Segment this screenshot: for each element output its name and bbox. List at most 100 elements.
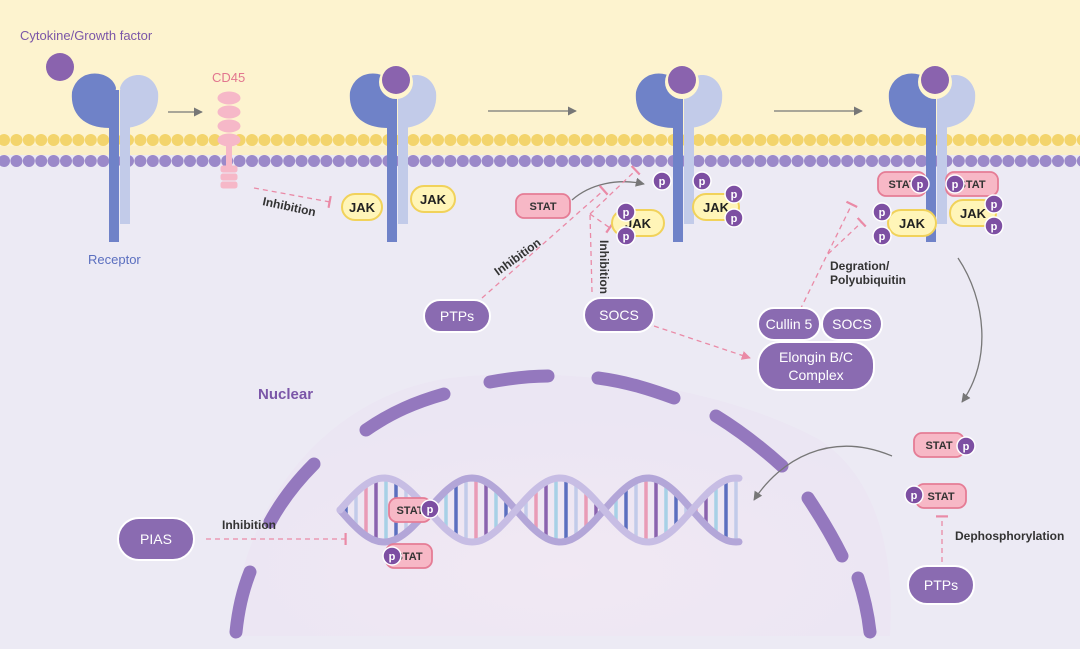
jak-label: JAK: [899, 216, 926, 231]
phosphate-group: p: [872, 202, 892, 222]
receptor-4: [888, 65, 976, 242]
phosphate-group: p: [956, 436, 976, 456]
ptps-pill-top: PTPs: [423, 299, 491, 333]
cd45-label: CD45: [212, 70, 245, 85]
phosphate-group: p: [652, 171, 672, 191]
stat-dimer-arrow: [957, 257, 983, 403]
jak-label: JAK: [960, 206, 987, 221]
phosphate-group: p: [904, 485, 924, 505]
socs-degradation-line: [653, 325, 751, 360]
pias-inhibition-label: Inhibition: [222, 518, 276, 532]
cullin5-label: Cullin 5: [766, 316, 813, 332]
stat-label: STAT: [927, 491, 954, 503]
pias-pill: PIAS: [117, 517, 195, 561]
dna-strand: [336, 474, 743, 546]
stat-label: STAT: [395, 551, 422, 563]
socs-inhibition-line-a: [589, 213, 593, 293]
cd45-inhibition-line: [253, 187, 332, 209]
elongin-pill: Elongin B/C Complex: [757, 341, 875, 391]
receptor-2: [349, 65, 437, 242]
phosphate-label: p: [991, 221, 998, 233]
stat-label: STAT: [396, 505, 423, 517]
phosphate-group: p: [872, 226, 892, 246]
degradation-label-1: Degration/: [830, 259, 890, 273]
phosphate-group: p: [420, 499, 440, 519]
dna-strand: [336, 474, 743, 546]
phosphate-group: p: [724, 184, 744, 204]
extracellular-region: [0, 0, 1080, 146]
free-ligand: [46, 53, 74, 81]
jak-protein: JAK: [887, 209, 937, 237]
phosphate-group: p: [945, 174, 965, 194]
phosphate-group: p: [382, 546, 402, 566]
jak-label: JAK: [420, 192, 447, 207]
phosphate-group: p: [616, 202, 636, 222]
dna-double-helix: [336, 474, 743, 546]
dephosphorylation-label: Dephosphorylation: [955, 529, 1064, 543]
phosphate-label: p: [879, 207, 886, 219]
socs-inhibition-label: Inhibition: [597, 240, 611, 294]
elongin-label-2: Complex: [788, 367, 843, 383]
jak-label: JAK: [703, 200, 730, 215]
cd45-protein: [217, 91, 241, 189]
stat-label: STAT: [888, 179, 915, 191]
receptor-1: [71, 73, 159, 242]
phosphate-label: p: [731, 213, 738, 225]
phosphate-label: p: [879, 231, 886, 243]
phosphate-group: p: [984, 194, 1004, 214]
phosphate-label: p: [963, 441, 970, 453]
nucleus-interior: [232, 374, 891, 636]
socs-inhibition-line-b: [589, 165, 641, 215]
bound-ligand: [668, 66, 696, 94]
nuclear-label: Nuclear: [258, 386, 313, 403]
socs-complex-label: SOCS: [832, 316, 872, 332]
ptps-bottom-label: PTPs: [924, 577, 958, 593]
nuclear-import-arrow: [753, 445, 893, 501]
phosphate-label: p: [731, 189, 738, 201]
degradation-label-2: Polyubiquitin: [830, 273, 906, 287]
phosphate-label: p: [427, 504, 434, 516]
phosphate-label: p: [659, 176, 666, 188]
nuclear-envelope: [229, 369, 877, 639]
phosphate-label: p: [952, 179, 959, 191]
bound-ligand: [921, 66, 949, 94]
stat-label: STAT: [958, 179, 985, 191]
phosphate-label: p: [991, 199, 998, 211]
ptps-top-label: PTPs: [440, 308, 474, 324]
socs-label: SOCS: [599, 307, 639, 323]
jak-protein: JAK: [949, 199, 997, 227]
stat-label: STAT: [529, 201, 556, 213]
elongin-label-1: Elongin B/C: [779, 349, 853, 365]
bound-ligand: [382, 66, 410, 94]
pias-label: PIAS: [140, 531, 172, 547]
stat-to-receptor-arrow: [571, 177, 645, 201]
receptor-3: [635, 65, 723, 242]
phosphate-group: p: [724, 208, 744, 228]
phosphate-label: p: [623, 231, 630, 243]
socs-inhibition-line-c: [589, 213, 615, 234]
jak-protein: JAK: [341, 193, 383, 221]
degradation-line-b: [827, 217, 867, 255]
flow-arrows: [168, 106, 983, 501]
stat-label: STAT: [925, 440, 952, 452]
socs-complex-pill: SOCS: [821, 307, 883, 341]
receptor-group: [71, 65, 976, 242]
receptor-label: Receptor: [88, 252, 141, 267]
stat-protein: STAT: [515, 193, 571, 219]
degradation-line-a: [799, 200, 858, 311]
phosphate-label: p: [699, 176, 706, 188]
jak-label: JAK: [349, 200, 376, 215]
cullin5-pill: Cullin 5: [757, 307, 821, 341]
phosphate-label: p: [911, 490, 918, 502]
phosphate-group: p: [692, 171, 712, 191]
phosphate-label: p: [623, 207, 630, 219]
phosphate-label: p: [917, 179, 924, 191]
phosphate-group: p: [910, 174, 930, 194]
phosphate-label: p: [389, 551, 396, 563]
cell-membrane: [0, 134, 1080, 167]
ligand-label: Cytokine/Growth factor: [20, 28, 153, 43]
phosphate-group: p: [616, 226, 636, 246]
